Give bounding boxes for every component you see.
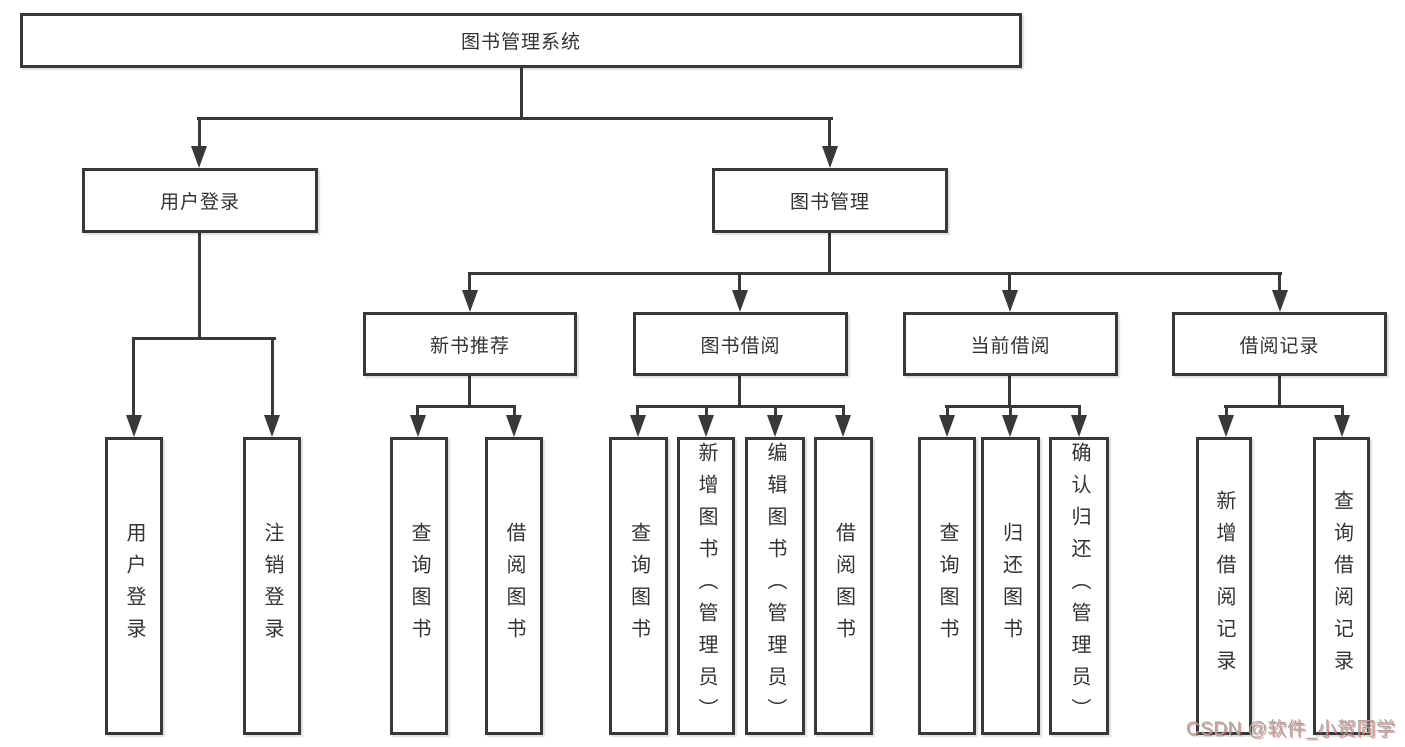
node-book-borrowing: 图书借阅 xyxy=(633,312,848,376)
connector-group2-rail xyxy=(636,405,845,408)
leaf-return-books-label: 归还图书 xyxy=(999,522,1022,650)
connector-arrow-shaft xyxy=(738,272,741,292)
leaf-query-books-2-label: 查询图书 xyxy=(627,522,650,650)
connector-userlogin-rail xyxy=(132,337,276,340)
node-current-borrowing: 当前借阅 xyxy=(903,312,1118,376)
connector-group-stub xyxy=(468,376,471,407)
connector-arrow-shaft xyxy=(705,405,708,417)
node-new-book-recommend-label: 新书推荐 xyxy=(429,335,510,357)
connector-group-stub xyxy=(1008,376,1011,407)
connector-arrow-shaft xyxy=(842,405,845,417)
leaf-borrow-books-1: 借阅图书 xyxy=(485,437,543,735)
leaf-borrow-books-1-label: 借阅图书 xyxy=(503,522,525,650)
connector-arrow-shaft xyxy=(774,405,777,417)
connector-arrow-shaft xyxy=(198,117,201,148)
leaf-add-borrow-record: 新增借阅记录 xyxy=(1196,437,1252,735)
arrow-down-icon xyxy=(835,415,851,437)
arrow-down-icon xyxy=(1272,290,1288,312)
connector-arrow-shaft xyxy=(132,337,135,417)
leaf-borrow-books-2: 借阅图书 xyxy=(814,437,873,735)
node-book-management: 图书管理 xyxy=(712,168,948,233)
leaf-query-borrow-record-label: 查询借阅记录 xyxy=(1330,490,1353,682)
arrow-down-icon xyxy=(191,146,207,168)
connector-group-stub xyxy=(738,376,741,407)
arrow-down-icon xyxy=(1002,290,1018,312)
arrow-down-icon xyxy=(732,290,748,312)
connector-arrow-shaft xyxy=(1278,272,1281,292)
node-borrowing-records: 借阅记录 xyxy=(1172,312,1387,376)
arrow-down-icon xyxy=(822,146,838,168)
leaf-logout-label: 注销登录 xyxy=(261,522,283,650)
connector-arrow-shaft xyxy=(513,405,516,417)
leaf-query-books-1-label: 查询图书 xyxy=(408,522,430,650)
leaf-borrow-books-2-label: 借阅图书 xyxy=(832,522,855,650)
arrow-down-icon xyxy=(698,415,714,437)
connector-group1-rail xyxy=(416,405,516,408)
leaf-confirm-return-admin-label: 确认归还（管理员） xyxy=(1068,442,1090,730)
arrow-down-icon xyxy=(630,415,646,437)
leaf-query-books-3-label: 查询图书 xyxy=(936,522,958,650)
connector-level3-rail xyxy=(468,272,1282,275)
connector-arrow-shaft xyxy=(1008,272,1011,292)
connector-arrow-shaft xyxy=(1225,405,1228,417)
node-current-borrowing-label: 当前借阅 xyxy=(970,335,1051,357)
connector-arrow-shaft xyxy=(271,337,274,417)
leaf-query-books-1: 查询图书 xyxy=(390,437,448,735)
connector-arrow-shaft xyxy=(636,405,639,417)
connector-level2-rail xyxy=(197,117,833,120)
leaf-add-borrow-record-label: 新增借阅记录 xyxy=(1213,490,1235,682)
node-root: 图书管理系统 xyxy=(20,13,1022,68)
arrow-down-icon xyxy=(462,290,478,312)
leaf-query-books-3: 查询图书 xyxy=(918,437,976,735)
leaf-return-books: 归还图书 xyxy=(981,437,1040,735)
node-root-label: 图书管理系统 xyxy=(460,32,581,53)
connector-group3-rail xyxy=(945,405,1081,408)
leaf-query-books-2: 查询图书 xyxy=(609,437,668,735)
leaf-user-login: 用户登录 xyxy=(105,437,163,735)
arrow-down-icon xyxy=(1002,415,1018,437)
connector-bookmgmt-stub xyxy=(828,233,831,273)
arrow-down-icon xyxy=(126,415,142,437)
connector-arrow-shaft xyxy=(468,272,471,292)
csdn-watermark: CSDN @软件_小贺同学 xyxy=(1186,719,1396,740)
connector-arrow-shaft xyxy=(1341,405,1344,417)
arrow-down-icon xyxy=(1071,415,1087,437)
connector-arrow-shaft xyxy=(946,405,949,417)
arrow-down-icon xyxy=(1218,415,1234,437)
leaf-confirm-return-admin: 确认归还（管理员） xyxy=(1049,437,1109,735)
leaf-add-books-admin-label: 新增图书（管理员） xyxy=(695,442,717,730)
connector-group4-rail xyxy=(1224,405,1344,408)
node-borrowing-records-label: 借阅记录 xyxy=(1239,335,1320,357)
leaf-logout: 注销登录 xyxy=(243,437,301,735)
arrow-down-icon xyxy=(939,415,955,437)
node-user-login-label: 用户登录 xyxy=(159,192,240,213)
connector-group-stub xyxy=(1278,376,1281,407)
node-book-management-label: 图书管理 xyxy=(789,192,870,213)
arrow-down-icon xyxy=(1334,415,1350,437)
connector-userlogin-stub xyxy=(198,233,201,338)
arrow-down-icon xyxy=(410,415,426,437)
leaf-add-books-admin: 新增图书（管理员） xyxy=(677,437,735,735)
leaf-query-borrow-record: 查询借阅记录 xyxy=(1313,437,1370,735)
arrow-down-icon xyxy=(767,415,783,437)
connector-arrow-shaft xyxy=(416,405,419,417)
leaf-user-login-label: 用户登录 xyxy=(123,522,145,650)
arrow-down-icon xyxy=(264,415,280,437)
connector-arrow-shaft xyxy=(1009,405,1012,417)
connector-arrow-shaft xyxy=(828,117,831,148)
node-new-book-recommend: 新书推荐 xyxy=(363,312,577,376)
leaf-edit-books-admin: 编辑图书（管理员） xyxy=(745,437,805,735)
connector-root-stub xyxy=(520,68,523,120)
connector-arrow-shaft xyxy=(1078,405,1081,417)
node-book-borrowing-label: 图书借阅 xyxy=(700,335,781,357)
node-user-login: 用户登录 xyxy=(82,168,318,233)
arrow-down-icon xyxy=(506,415,522,437)
leaf-edit-books-admin-label: 编辑图书（管理员） xyxy=(764,442,786,730)
